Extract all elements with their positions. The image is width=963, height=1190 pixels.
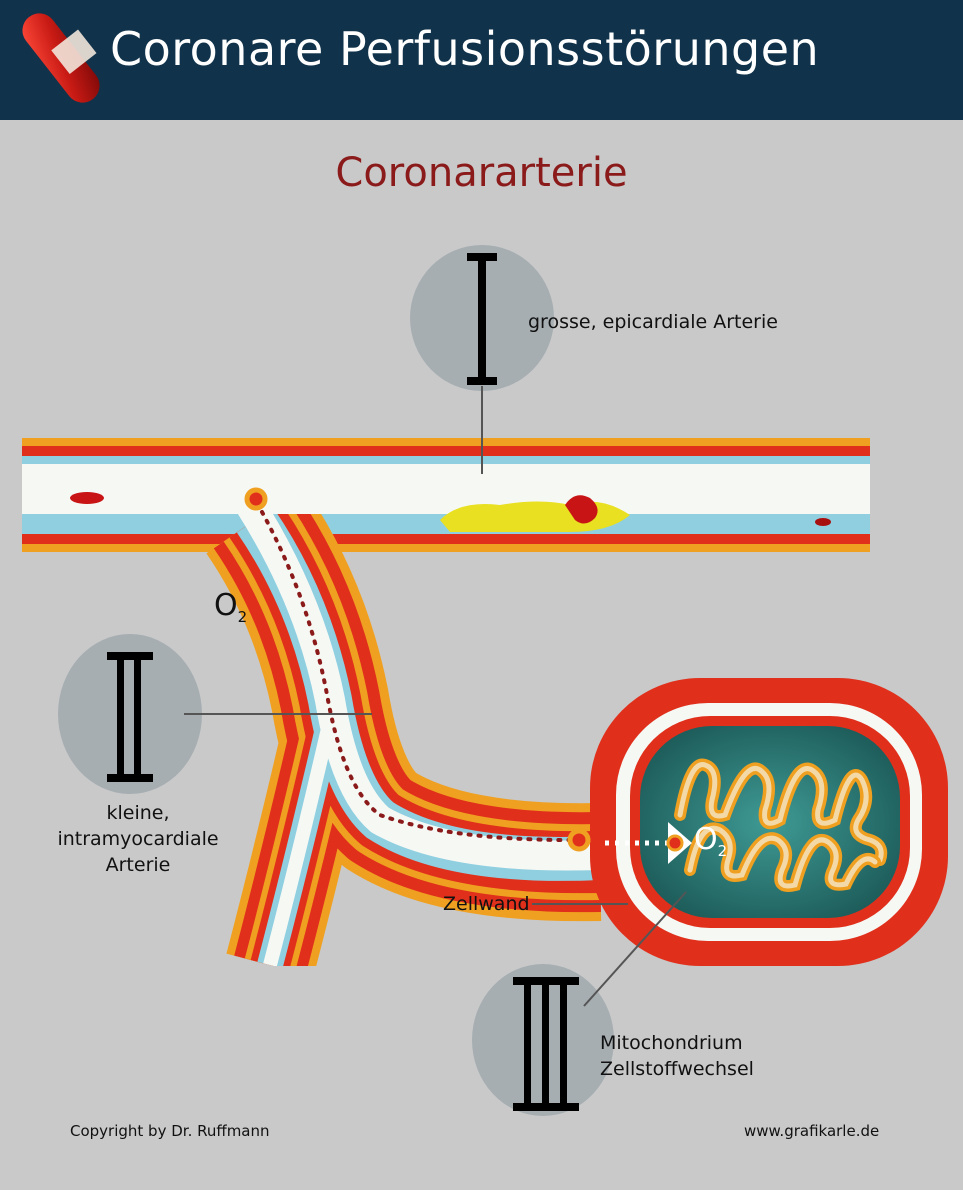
oxygen-symbol: O [214,588,238,623]
small-plaque [815,518,831,526]
diagram-title: Coronararterie [335,150,628,196]
oxygen-path [244,487,692,864]
large-epicardial-artery [22,438,870,552]
copyright-text: Copyright by Dr. Ruffmann [70,1122,270,1140]
oxygen-subscript: 2 [237,608,248,626]
roman-numeral-one-icon [467,253,497,385]
label-large-artery: grosse, epicardiale Arterie [528,311,778,333]
label-cell-wall: Zellwand [443,893,530,915]
marker-mitochondrion [472,964,614,1116]
oxygen-label-artery: O2 [214,588,247,626]
website-text: www.grafikarle.de [744,1122,880,1140]
label-mitochondrion: Mitochondrium Zellstoffwechsel [600,1030,754,1082]
oxygen-subscript: 2 [717,842,728,860]
header-bar: Coronare Perfusionsstörungen [0,0,963,120]
label-small-artery-line1: kleine, intramyocardiale [57,802,219,850]
roman-numeral-three-icon [513,977,579,1111]
mitochondrion-cell [590,678,948,966]
label-mitochondrion-line2: Zellstoffwechsel [600,1058,754,1080]
oxygen-symbol: O [694,822,718,857]
marker-small-artery [58,634,202,794]
roman-numeral-two-icon [107,652,153,782]
page-title: Coronare Perfusionsstörungen [110,22,820,76]
label-small-artery-line2: Arterie [105,854,171,876]
pointer-line [583,891,687,1007]
logo-capsule-icon [22,13,100,103]
label-small-artery: kleine, intramyocardiale Arterie [28,800,248,878]
plaque-deposit [440,501,630,532]
label-mitochondrion-line1: Mitochondrium [600,1032,743,1054]
oxygen-label-cell: O2 [694,822,727,860]
thrombus [565,495,598,524]
small-plaque [70,492,104,504]
marker-large-artery [410,245,554,391]
